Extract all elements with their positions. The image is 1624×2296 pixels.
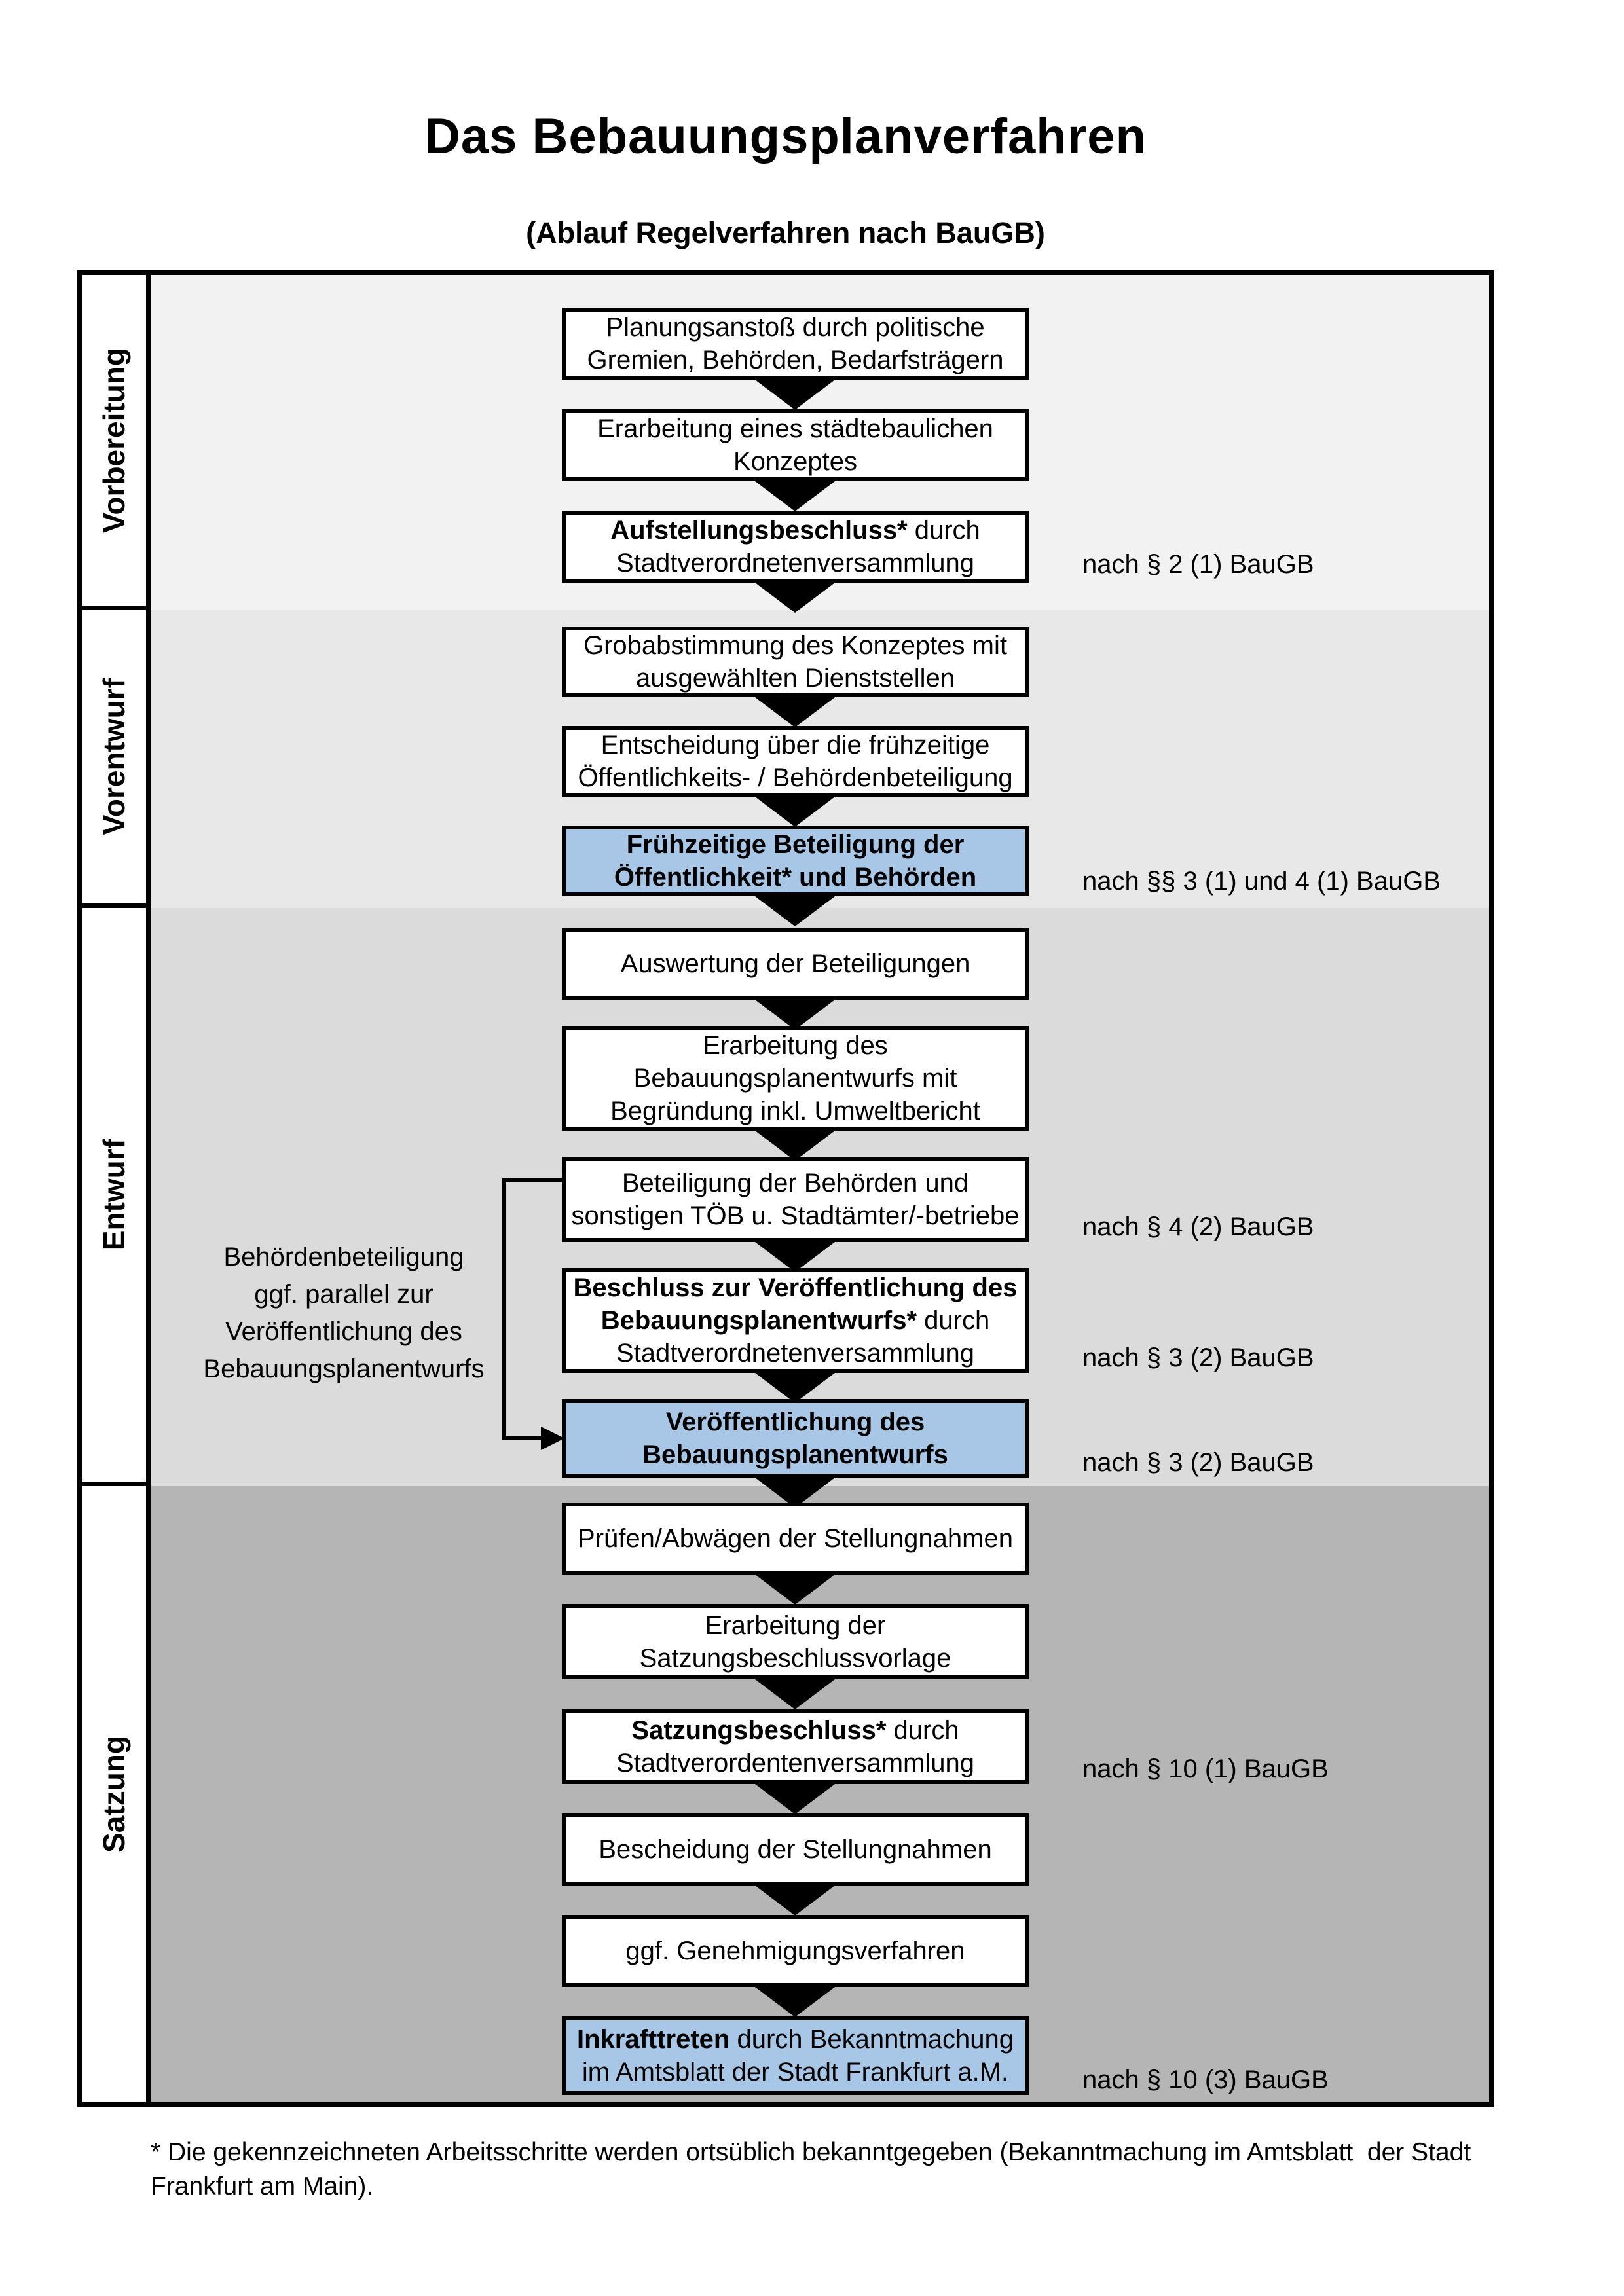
flow-box-text: Aufstellungsbeschluss* durch Stadtverord… [610, 516, 980, 577]
down-arrow [755, 797, 835, 827]
law-reference: nach §§ 3 (1) und 4 (1) BauGB [1082, 867, 1441, 896]
phase-content-vorentwurf: Grobabstimmung des Konzeptes mit ausgewä… [151, 610, 1489, 926]
phase-row-vorbereitung: Vorbereitung Planungsanstoß durch politi… [82, 275, 1489, 613]
parallel-connector-arrow [502, 1178, 564, 1450]
flow-box-text: Grobabstimmung des Konzeptes mit ausgewä… [583, 631, 1007, 693]
down-arrow [755, 380, 835, 410]
flow-box-veroeffentlichung: Veröffentlichung des Bebauungsplanentwur… [562, 1399, 1029, 1478]
down-arrow [755, 697, 835, 727]
flow-box-text: Veröffentlichung des Bebauungsplanentwur… [642, 1408, 948, 1469]
down-arrow [755, 1000, 835, 1030]
flow-box-text: Beschluss zur Veröffentlichung des Bebau… [573, 1273, 1018, 1368]
flow-box-fruehzeitige-beteiligung: Frühzeitige Beteiligung der Öffentlichke… [562, 826, 1029, 896]
flow-box-bescheidung: Bescheidung der Stellungnahmen [562, 1813, 1029, 1886]
side-note-parallel: Behördenbeteiligung ggf. parallel zur Ve… [203, 1243, 485, 1383]
down-arrow [755, 1373, 835, 1403]
phase-label-cell-satzung: Satzung [82, 1486, 151, 2102]
down-arrow [755, 583, 835, 613]
flow-box-text: Satzungsbeschluss* durch Stadtverordente… [616, 1715, 974, 1777]
down-arrow [755, 1679, 835, 1709]
flow-box-behoerdenbeteiligung: Beteiligung der Behörden und sonstigen T… [562, 1157, 1029, 1242]
down-arrow [755, 1987, 835, 2017]
flow-box-text: Entscheidung über die frühzeitige Öffent… [578, 731, 1013, 792]
flow-box-grobabstimmung: Grobabstimmung des Konzeptes mit ausgewä… [562, 627, 1029, 697]
law-reference: nach § 10 (1) BauGB [1082, 1755, 1329, 1783]
flow-box-satzungsbeschlussvorlage: Erarbeitung der Satzungsbeschlussvorlage [562, 1604, 1029, 1679]
law-reference: nach § 3 (2) BauGB [1082, 1343, 1314, 1372]
flow-box-text: Erarbeitung eines städtebaulichen Konzep… [597, 414, 993, 476]
flow-box-text: Beteiligung der Behörden und sonstigen T… [571, 1169, 1020, 1230]
flow-box-text: Planungsanstoß durch politische Gremien,… [587, 313, 1004, 374]
flow-box-aufstellungsbeschluss: Aufstellungsbeschluss* durch Stadtverord… [562, 511, 1029, 583]
phase-label-cell-entwurf: Entwurf [82, 908, 151, 1486]
down-arrow [755, 1784, 835, 1814]
phase-label-entwurf: Entwurf [97, 1139, 131, 1251]
flow-box-planungsanstoss: Planungsanstoß durch politische Gremien,… [562, 308, 1029, 380]
page-title: Das Bebauungsplanverfahren [424, 109, 1147, 164]
down-arrow [755, 1242, 835, 1272]
flow-box-text: Bescheidung der Stellungnahmen [599, 1835, 992, 1864]
law-reference: nach § 2 (1) BauGB [1082, 550, 1314, 579]
phase-content-satzung: Prüfen/Abwägen der Stellungnahmen Erarbe… [151, 1486, 1489, 2102]
phase-row-satzung: Satzung Prüfen/Abwägen der Stellungnahme… [82, 1486, 1489, 2102]
flow-box-pruefen-abwaegen: Prüfen/Abwägen der Stellungnahmen [562, 1503, 1029, 1575]
phase-row-entwurf: Entwurf Behördenbeteiligung ggf. paralle… [82, 908, 1489, 1508]
phase-label-satzung: Satzung [97, 1736, 131, 1853]
flow-box-text: ggf. Genehmigungsverfahren [625, 1937, 965, 1965]
flow-box-genehmigungsverfahren: ggf. Genehmigungsverfahren [562, 1915, 1029, 1987]
flow-box-text: Erarbeitung der Satzungsbeschlussvorlage [639, 1611, 951, 1673]
procedure-table: Vorbereitung Planungsanstoß durch politi… [77, 270, 1494, 2107]
page-subtitle: (Ablauf Regelverfahren nach BauGB) [526, 216, 1045, 249]
flow-box-text: Inkrafttreten durch Bekanntmachung im Am… [576, 2025, 1014, 2086]
phase-content-vorbereitung: Planungsanstoß durch politische Gremien,… [151, 275, 1489, 613]
phase-content-entwurf: Behördenbeteiligung ggf. parallel zur Ve… [151, 908, 1489, 1508]
flow-box-text: Erarbeitung des Bebauungsplanentwurfs mi… [610, 1031, 980, 1125]
phase-row-vorentwurf: Vorentwurf Grobabstimmung des Konzeptes … [82, 610, 1489, 926]
flow-box-text: Prüfen/Abwägen der Stellungnahmen [578, 1524, 1013, 1553]
down-arrow [755, 1131, 835, 1161]
law-reference: nach § 4 (2) BauGB [1082, 1212, 1314, 1241]
phase-label-cell-vorentwurf: Vorentwurf [82, 610, 151, 908]
down-arrow [755, 481, 835, 511]
down-arrow [755, 896, 835, 926]
down-arrow [755, 1575, 835, 1605]
footnote: * Die gekennzeichneten Arbeitsschritte w… [151, 2138, 1471, 2200]
flow-box-beschluss-veroeffentlichung: Beschluss zur Veröffentlichung des Bebau… [562, 1268, 1029, 1373]
phase-label-vorbereitung: Vorbereitung [97, 348, 131, 533]
flow-box-staedtebauliches-konzept: Erarbeitung eines städtebaulichen Konzep… [562, 409, 1029, 481]
flow-box-text: Auswertung der Beteiligungen [620, 949, 970, 978]
flow-box-erarbeitung-entwurf: Erarbeitung des Bebauungsplanentwurfs mi… [562, 1026, 1029, 1131]
law-reference: nach § 10 (3) BauGB [1082, 2066, 1329, 2094]
phase-label-cell-vorbereitung: Vorbereitung [82, 275, 151, 610]
flow-box-text: Frühzeitige Beteiligung der Öffentlichke… [614, 830, 977, 892]
flow-box-auswertung: Auswertung der Beteiligungen [562, 928, 1029, 1000]
flow-box-entscheidung-beteiligung: Entscheidung über die frühzeitige Öffent… [562, 726, 1029, 797]
flow-box-satzungsbeschluss: Satzungsbeschluss* durch Stadtverordente… [562, 1709, 1029, 1784]
law-reference: nach § 3 (2) BauGB [1082, 1448, 1314, 1477]
down-arrow [755, 1886, 835, 1916]
phase-label-vorentwurf: Vorentwurf [97, 678, 131, 835]
flow-box-inkrafttreten: Inkrafttreten durch Bekanntmachung im Am… [562, 2016, 1029, 2095]
